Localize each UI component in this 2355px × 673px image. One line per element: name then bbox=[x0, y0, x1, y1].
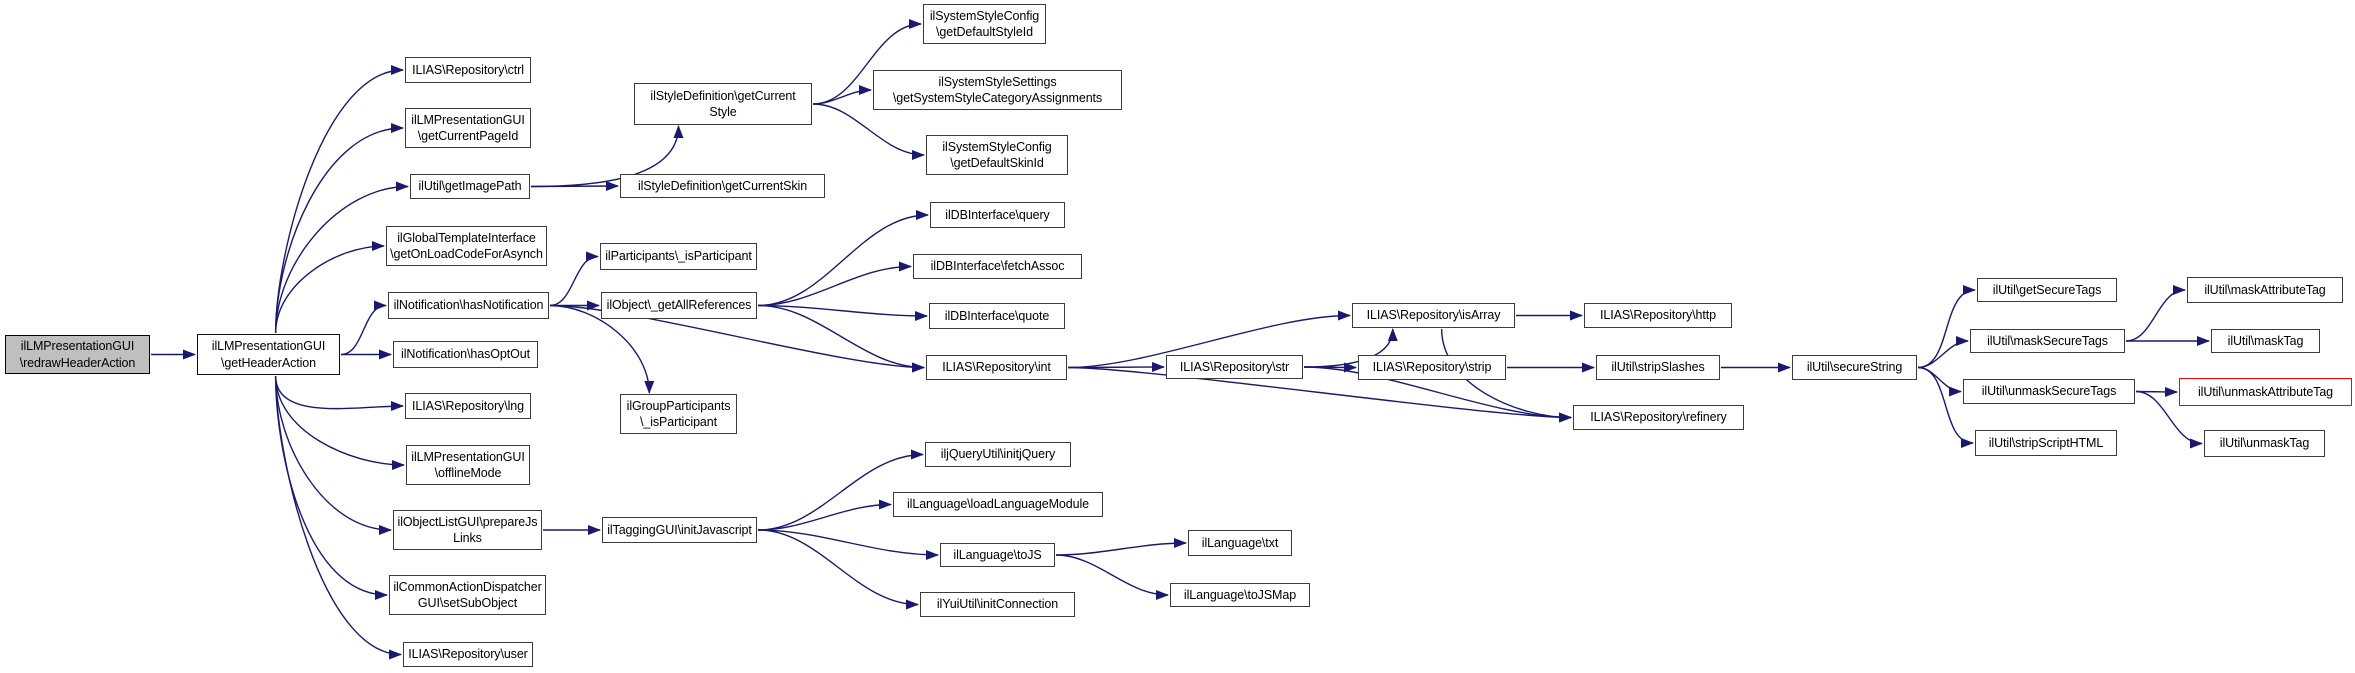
edge-D1-E1 bbox=[812, 19, 922, 105]
edge-J3-K2 bbox=[1055, 554, 1169, 600]
node-C9[interactable]: ilObjectListGUI\prepareJs Links bbox=[393, 510, 542, 550]
node-F3[interactable]: ILIAS\Repository\strip bbox=[1358, 355, 1506, 380]
edge-D6-J4 bbox=[757, 529, 919, 610]
node-I1[interactable]: ilUtil\maskAttributeTag bbox=[2187, 277, 2343, 303]
node-I3[interactable]: ilUtil\unmaskAttributeTag bbox=[2179, 378, 2352, 406]
node-C3[interactable]: ilUtil\getImagePath bbox=[410, 174, 530, 199]
node-D1[interactable]: ilStyleDefinition\getCurrent Style bbox=[634, 83, 812, 125]
node-H3[interactable]: ilUtil\unmaskSecureTags bbox=[1963, 379, 2135, 404]
node-D6[interactable]: ilTaggingGUI\initJavascript bbox=[602, 517, 757, 543]
node-D3[interactable]: ilParticipants\_isParticipant bbox=[600, 243, 757, 270]
node-C2[interactable]: ilLMPresentationGUI \getCurrentPageId bbox=[405, 108, 531, 148]
node-C4[interactable]: ilGlobalTemplateInterface \getOnLoadCode… bbox=[386, 226, 547, 266]
node-A[interactable]: ilLMPresentationGUI \redrawHeaderAction bbox=[5, 335, 150, 374]
edge-D6-J1 bbox=[757, 449, 924, 531]
edge-E7-F1 bbox=[1067, 310, 1351, 369]
node-H2[interactable]: ilUtil\maskSecureTags bbox=[1970, 329, 2125, 353]
edge-C5-E7 bbox=[549, 304, 925, 373]
edge-B-C7 bbox=[274, 375, 404, 412]
edge-D4-E4 bbox=[757, 210, 929, 307]
node-F2[interactable]: ILIAS\Repository\http bbox=[1584, 303, 1732, 328]
edge-B-C4 bbox=[274, 241, 385, 334]
node-B[interactable]: ilLMPresentationGUI \getHeaderAction bbox=[197, 334, 340, 375]
edge-D4-E5 bbox=[757, 261, 912, 307]
node-E5[interactable]: ilDBInterface\fetchAssoc bbox=[913, 254, 1082, 279]
node-F1[interactable]: ILIAS\Repository\isArray bbox=[1352, 303, 1515, 328]
node-F5[interactable]: ILIAS\Repository\refinery bbox=[1573, 405, 1744, 430]
node-J3[interactable]: ilLanguage\toJS bbox=[940, 543, 1055, 567]
edge-F1-F5 bbox=[1440, 328, 1572, 423]
edge-G1-H1 bbox=[1917, 285, 1976, 369]
node-J4[interactable]: ilYuiUtil\initConnection bbox=[920, 592, 1075, 617]
edge-B-C9 bbox=[274, 375, 392, 535]
node-D4[interactable]: ilObject\_getAllReferences bbox=[601, 292, 757, 319]
node-C10[interactable]: ilCommonActionDispatcher GUI\setSubObjec… bbox=[389, 575, 546, 615]
edge-D1-E3 bbox=[812, 103, 925, 160]
edge-D6-J3 bbox=[757, 529, 939, 560]
node-E2[interactable]: ilSystemStyleSettings \getSystemStyleCat… bbox=[873, 70, 1122, 110]
edge-C5-D5 bbox=[549, 304, 655, 394]
node-C5[interactable]: ilNotification\hasNotification bbox=[388, 292, 549, 319]
node-C8[interactable]: ilLMPresentationGUI \offlineMode bbox=[406, 445, 530, 485]
node-H4[interactable]: ilUtil\stripScriptHTML bbox=[1975, 430, 2117, 456]
node-D5[interactable]: ilGroupParticipants \_isParticipant bbox=[620, 394, 737, 434]
edge-B-C11 bbox=[274, 375, 402, 660]
node-F4[interactable]: ilUtil\stripSlashes bbox=[1596, 355, 1720, 380]
edge-G1-H2 bbox=[1917, 336, 1969, 369]
edge-H3-I4 bbox=[2135, 390, 2203, 449]
edge-J3-K1 bbox=[1055, 538, 1187, 556]
node-C6[interactable]: ilNotification\hasOptOut bbox=[393, 341, 538, 368]
edge-B-C1 bbox=[274, 65, 404, 334]
edge-D4-E7 bbox=[757, 304, 925, 373]
node-E3[interactable]: ilSystemStyleConfig \getDefaultSkinId bbox=[926, 135, 1068, 175]
edge-E8-F5 bbox=[1303, 366, 1572, 423]
edge-H2-I1 bbox=[2125, 285, 2186, 342]
node-I4[interactable]: ilUtil\unmaskTag bbox=[2204, 430, 2325, 457]
node-E6[interactable]: ilDBInterface\quote bbox=[929, 303, 1065, 329]
node-E4[interactable]: ilDBInterface\query bbox=[930, 202, 1065, 228]
edge-B-C2 bbox=[274, 123, 404, 334]
edge-D6-J2 bbox=[757, 499, 892, 531]
node-E8[interactable]: ILIAS\Repository\str bbox=[1166, 355, 1303, 379]
node-C7[interactable]: ILIAS\Repository\lng bbox=[405, 393, 531, 419]
edge-D4-E6 bbox=[757, 304, 928, 321]
node-C1[interactable]: ILIAS\Repository\ctrl bbox=[405, 57, 531, 83]
node-K2[interactable]: ilLanguage\toJSMap bbox=[1170, 583, 1310, 607]
node-H1[interactable]: ilUtil\getSecureTags bbox=[1977, 278, 2117, 302]
node-G1[interactable]: ilUtil\secureString bbox=[1792, 355, 1917, 380]
edge-G1-H4 bbox=[1917, 366, 1974, 448]
node-J2[interactable]: ilLanguage\loadLanguageModule bbox=[893, 492, 1103, 517]
node-E1[interactable]: ilSystemStyleConfig \getDefaultStyleId bbox=[923, 4, 1046, 44]
node-E7[interactable]: ILIAS\Repository\int bbox=[926, 355, 1067, 380]
edge-E7-F5 bbox=[1067, 366, 1572, 423]
edge-C5-D3 bbox=[549, 251, 599, 307]
edge-B-C8 bbox=[274, 375, 405, 470]
edge-B-C3 bbox=[274, 181, 409, 334]
node-D2[interactable]: ilStyleDefinition\getCurrentSkin bbox=[620, 174, 825, 198]
node-K1[interactable]: ilLanguage\txt bbox=[1188, 530, 1292, 556]
node-C11[interactable]: ILIAS\Repository\user bbox=[403, 642, 533, 667]
edge-C3-D2 bbox=[530, 181, 619, 192]
edge-B-C5 bbox=[340, 300, 387, 356]
node-I2[interactable]: ilUtil\maskTag bbox=[2211, 329, 2320, 353]
node-J1[interactable]: iljQueryUtil\initjQuery bbox=[925, 442, 1071, 467]
